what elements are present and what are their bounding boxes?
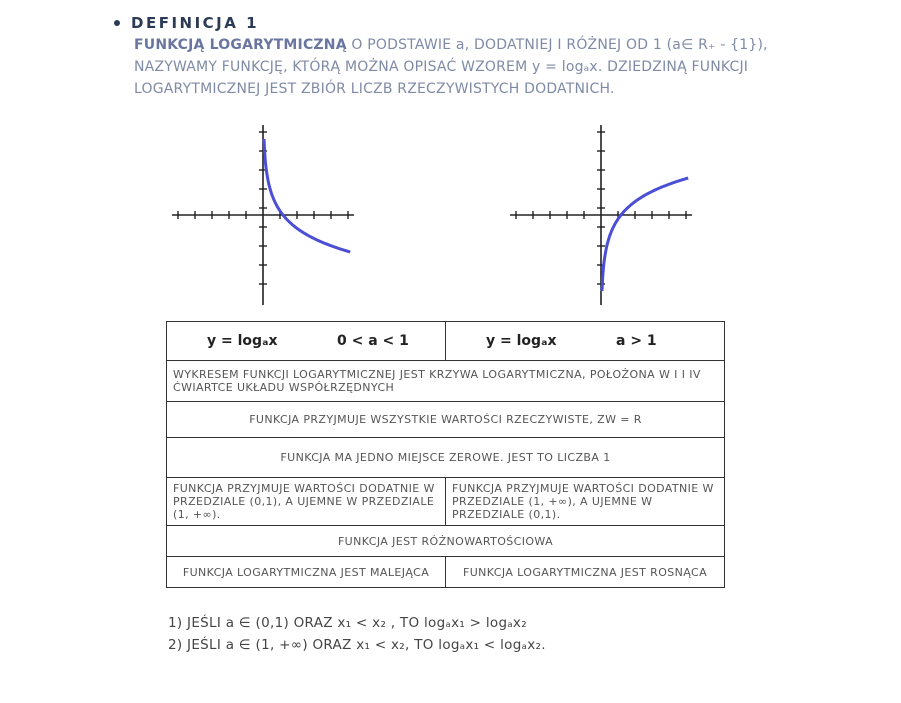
- properties-notes: 1) JEŚLI a ∈ (0,1) ORAZ x₁ < x₂ , TO log…: [168, 612, 546, 656]
- note-increasing: 2) JEŚLI a ∈ (1, +∞) ORAZ x₁ < x₂, TO lo…: [168, 637, 546, 653]
- note-decreasing: 1) JEŚLI a ∈ (0,1) ORAZ x₁ < x₂ , TO log…: [168, 615, 527, 631]
- header-increasing: y = logₐx a > 1: [445, 321, 725, 361]
- header-right-formula: y = logₐx: [486, 333, 557, 349]
- properties-table: y = logₐx 0 < a < 1 y = logₐx a > 1 WYKRES…: [166, 321, 725, 588]
- table-row: WYKRESEM FUNKCJI LOGARYTMICZNEJ JEST KRZ…: [166, 360, 725, 402]
- table-header-row: y = logₐx 0 < a < 1 y = logₐx a > 1: [166, 321, 725, 361]
- row-zero: FUNKCJA MA JEDNO MIEJSCE ZEROWE. JEST TO…: [166, 437, 725, 478]
- definition-title: DEFINICJA 1: [131, 14, 260, 32]
- definition-line-3: LOGARYTMICZNEJ JEST ZBIÓR LICZB RZECZYWI…: [134, 81, 615, 97]
- definition-term: FUNKCJĄ LOGARYTMICZNĄ: [134, 37, 347, 53]
- decreasing-log-curve: [262, 138, 351, 254]
- definition-text: FUNKCJĄ LOGARYTMICZNĄ O PODSTAWIE a, DOD…: [134, 34, 794, 100]
- table-row: FUNKCJA JEST RÓŻNOWARTOŚCIOWA: [166, 525, 725, 557]
- table-row: FUNKCJA MA JEDNO MIEJSCE ZEROWE. JEST TO…: [166, 437, 725, 478]
- definition-line-1-rest: O PODSTAWIE a, DODATNIEJ I RÓŻNEJ OD 1 (…: [346, 37, 768, 53]
- definition-line-2: NAZYWAMY FUNKCJĘ, KTÓRĄ MOŻNA OPISAĆ WZO…: [134, 59, 749, 75]
- definition-header: DEFINICJA 1: [114, 14, 259, 32]
- row-monotonic-right: FUNKCJA LOGARYTMICZNA JEST ROSNĄCA: [445, 556, 725, 588]
- header-right-condition: a > 1: [616, 333, 657, 349]
- header-left-condition: 0 < a < 1: [337, 333, 409, 349]
- graph-increasing: [510, 125, 692, 305]
- row-monotonic-left: FUNKCJA LOGARYTMICZNA JEST MALEJĄCA: [166, 556, 446, 588]
- table-row: FUNKCJA PRZYJMUJE WSZYSTKIE WARTOŚCI RZE…: [166, 401, 725, 438]
- header-decreasing: y = logₐx 0 < a < 1: [166, 321, 446, 361]
- table-row: FUNKCJA PRZYJMUJE WARTOŚCI DODATNIE W PR…: [166, 477, 725, 526]
- increasing-log-curve: [600, 176, 689, 292]
- row-injective: FUNKCJA JEST RÓŻNOWARTOŚCIOWA: [166, 525, 725, 557]
- table-row: FUNKCJA LOGARYTMICZNA JEST MALEJĄCA FUNK…: [166, 556, 725, 588]
- bullet-icon: [114, 20, 120, 26]
- row-range: FUNKCJA PRZYJMUJE WSZYSTKIE WARTOŚCI RZE…: [166, 401, 725, 438]
- row-sign-left: FUNKCJA PRZYJMUJE WARTOŚCI DODATNIE W PR…: [166, 477, 446, 526]
- row-sign-right: FUNKCJA PRZYJMUJE WARTOŚCI DODATNIE W PR…: [445, 477, 725, 526]
- definition-line-1: FUNKCJĄ LOGARYTMICZNĄ O PODSTAWIE a, DOD…: [134, 34, 794, 56]
- row-graph-quadrants: WYKRESEM FUNKCJI LOGARYTMICZNEJ JEST KRZ…: [166, 360, 725, 402]
- graph-decreasing: [172, 125, 354, 305]
- header-left-formula: y = logₐx: [207, 333, 278, 349]
